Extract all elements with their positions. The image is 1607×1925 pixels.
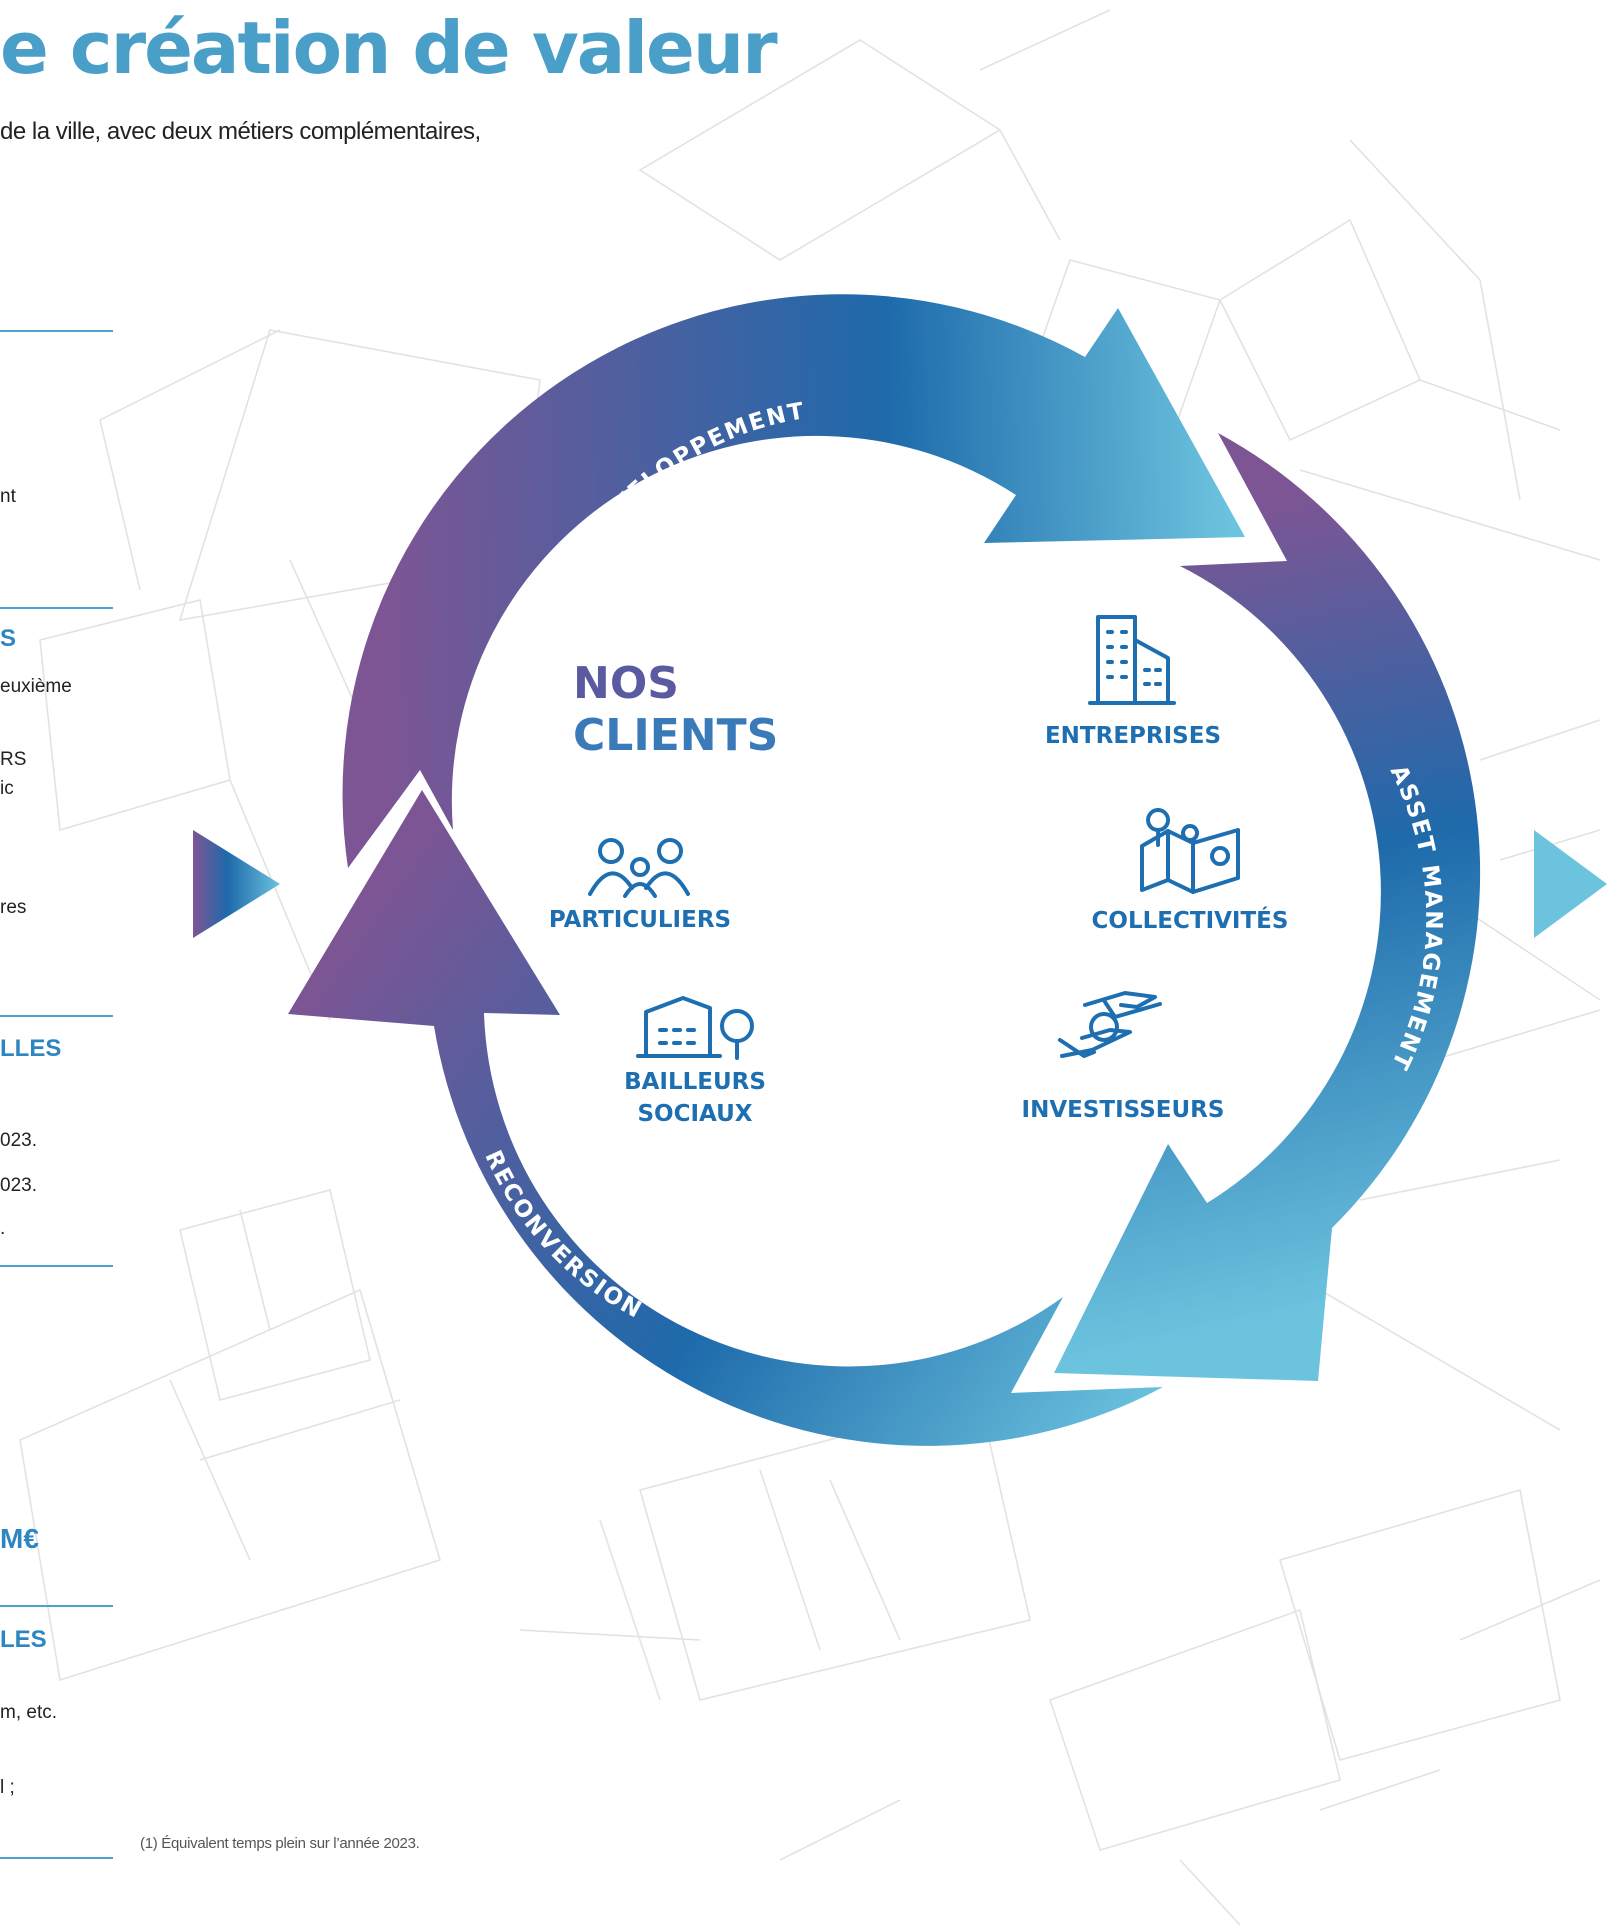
social-housing-icon: [636, 996, 754, 1060]
client-label-bailleurs: BAILLEURS: [624, 1069, 766, 1095]
text-fragment: m, etc.: [0, 1702, 58, 1723]
client-label-investisseurs: INVESTISSEURS: [1022, 1097, 1225, 1123]
clients-title-line2: CLIENTS: [573, 710, 778, 761]
divider: [0, 1857, 113, 1859]
section-heading-fragment: S: [0, 625, 17, 652]
text-fragment: .: [0, 1218, 6, 1239]
text-fragment: res: [0, 897, 27, 918]
text-fragment: nt: [0, 486, 16, 507]
arrow-asset-management: [1054, 433, 1481, 1381]
client-label-entreprises: ENTREPRISES: [1045, 723, 1221, 749]
figure-fragment: M€: [0, 1523, 39, 1554]
left-arrow-icon: [193, 830, 280, 938]
section-heading-fragment: LES: [0, 1626, 47, 1653]
right-arrow-icon: [1534, 830, 1607, 938]
text-fragment: ic: [0, 778, 14, 799]
clients-title-line1: NOS: [573, 658, 679, 709]
divider: [0, 607, 113, 609]
building-icon: [1088, 615, 1176, 705]
divider: [0, 1605, 113, 1607]
client-label-particuliers: PARTICULIERS: [549, 907, 731, 933]
footnote: (1) Équivalent temps plein sur l’année 2…: [140, 1835, 420, 1852]
text-fragment: euxième: [0, 676, 72, 697]
divider: [0, 1015, 113, 1017]
arrow-developpement: [342, 294, 1245, 868]
client-label-sociaux: SOCIAUX: [637, 1101, 752, 1127]
text-fragment: l ;: [0, 1777, 15, 1798]
section-heading-fragment: LLES: [0, 1035, 62, 1062]
page-title: e création de valeur: [0, 6, 778, 90]
map-pins-icon: [1140, 808, 1240, 894]
people-icon: [588, 838, 690, 898]
text-fragment: 023.: [0, 1175, 37, 1196]
page-subtitle: de la ville, avec deux métiers complémen…: [0, 118, 481, 145]
divider: [0, 1265, 113, 1267]
text-fragment: RS: [0, 749, 27, 770]
investor-hands-icon: [1058, 991, 1162, 1058]
divider: [0, 330, 113, 332]
client-label-collectivites: COLLECTIVITÉS: [1092, 906, 1289, 934]
text-fragment: 023.: [0, 1130, 37, 1151]
arrow-reconversion: [288, 790, 1163, 1446]
